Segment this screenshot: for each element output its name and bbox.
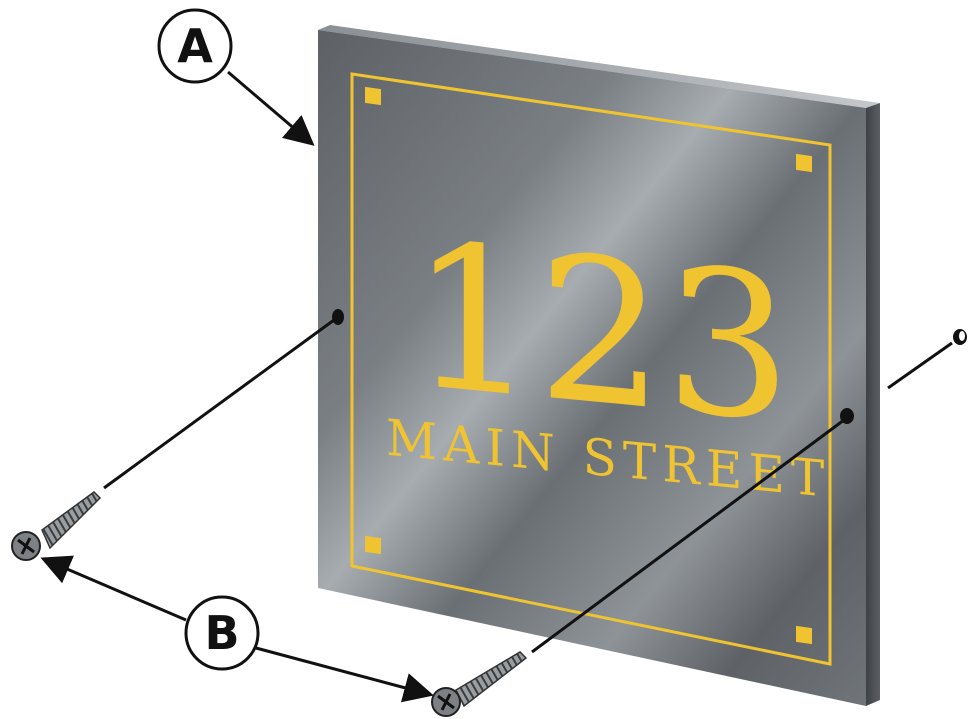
- plaque-gold-border: [350, 72, 832, 666]
- corner-square-top-left: [365, 86, 381, 106]
- callout-b: B: [40, 555, 434, 703]
- house-number-plaque: 123 MAIN STREET: [318, 25, 880, 706]
- guide-line-left: [103, 318, 335, 490]
- callout-b-arrow-right: [255, 646, 434, 703]
- corner-square-bottom-left: [365, 535, 381, 555]
- callout-a-arrow: [227, 70, 315, 146]
- callout-b-arrow-left: [40, 555, 187, 622]
- corner-square-top-right: [796, 153, 812, 173]
- callout-a: A: [157, 8, 315, 146]
- plaque-side-edge: [866, 103, 880, 706]
- plaque-face: [318, 30, 866, 706]
- rear-pin: [887, 329, 967, 390]
- callout-b-label: B: [204, 606, 239, 660]
- callout-a-circle: [157, 8, 233, 84]
- guide-line-right: [531, 418, 845, 654]
- callout-a-label: A: [177, 19, 213, 73]
- mounting-hole-left: [332, 309, 344, 325]
- callout-b-circle: [184, 595, 260, 671]
- plaque-house-number: 123: [410, 199, 792, 468]
- screw-left: [11, 491, 102, 561]
- plaque-top-edge: [318, 25, 880, 108]
- corner-square-bottom-right: [796, 625, 812, 645]
- screw-right: [431, 651, 528, 717]
